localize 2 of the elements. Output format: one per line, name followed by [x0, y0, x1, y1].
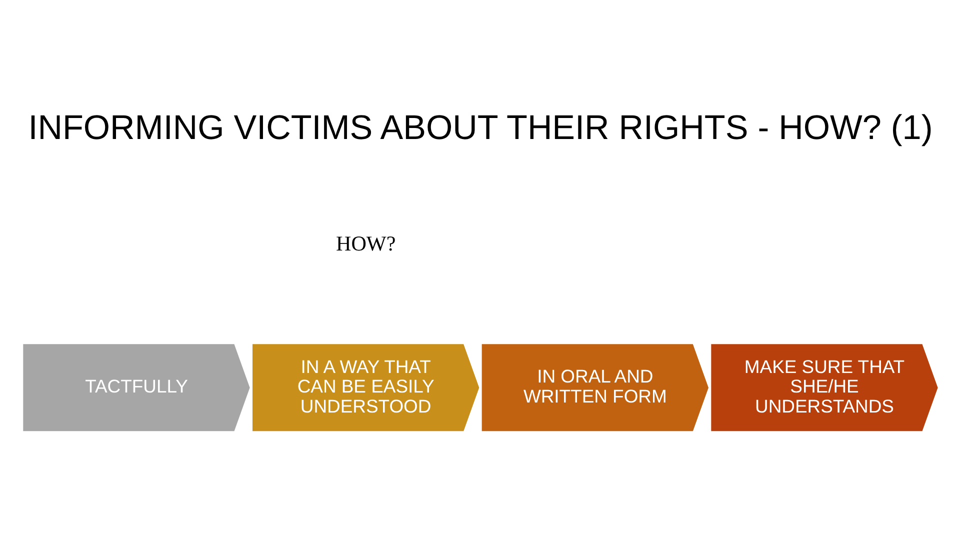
diagram-title: INFORMING VICTIMS ABOUT THEIR RIGHTS - HOW? (1): [28, 108, 933, 147]
label: HOW?: [336, 231, 396, 256]
